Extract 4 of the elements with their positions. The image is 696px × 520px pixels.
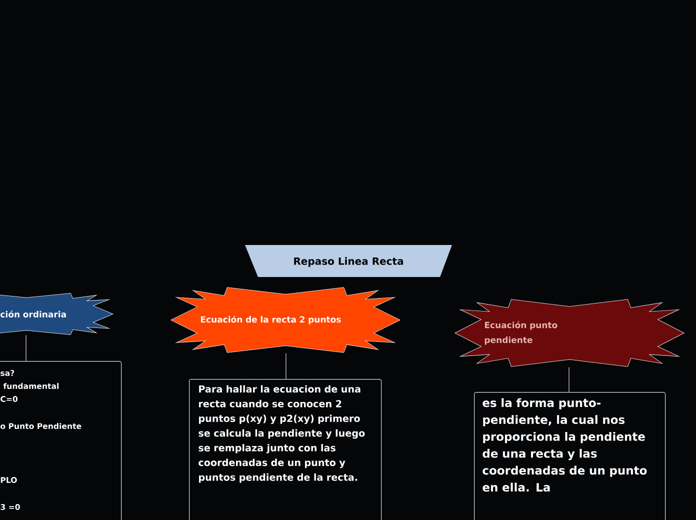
title-banner: Repaso Linea Recta — [245, 245, 452, 277]
text-box: es la forma punto-pendiente, la cual nos proporciona la pendiente de una recta y las coordenadas de un punto en ella. La — [474, 392, 666, 520]
text-box: Para hallar la ecuacion de una recta cuando se conocen 2 puntos p(xy) y p2(xy) primero se calcula la pendiente y luego se remplaza junto con las coordenadas de un punto y puntos pendiente de la recta. — [189, 379, 382, 520]
connector-line — [568, 366, 570, 392]
